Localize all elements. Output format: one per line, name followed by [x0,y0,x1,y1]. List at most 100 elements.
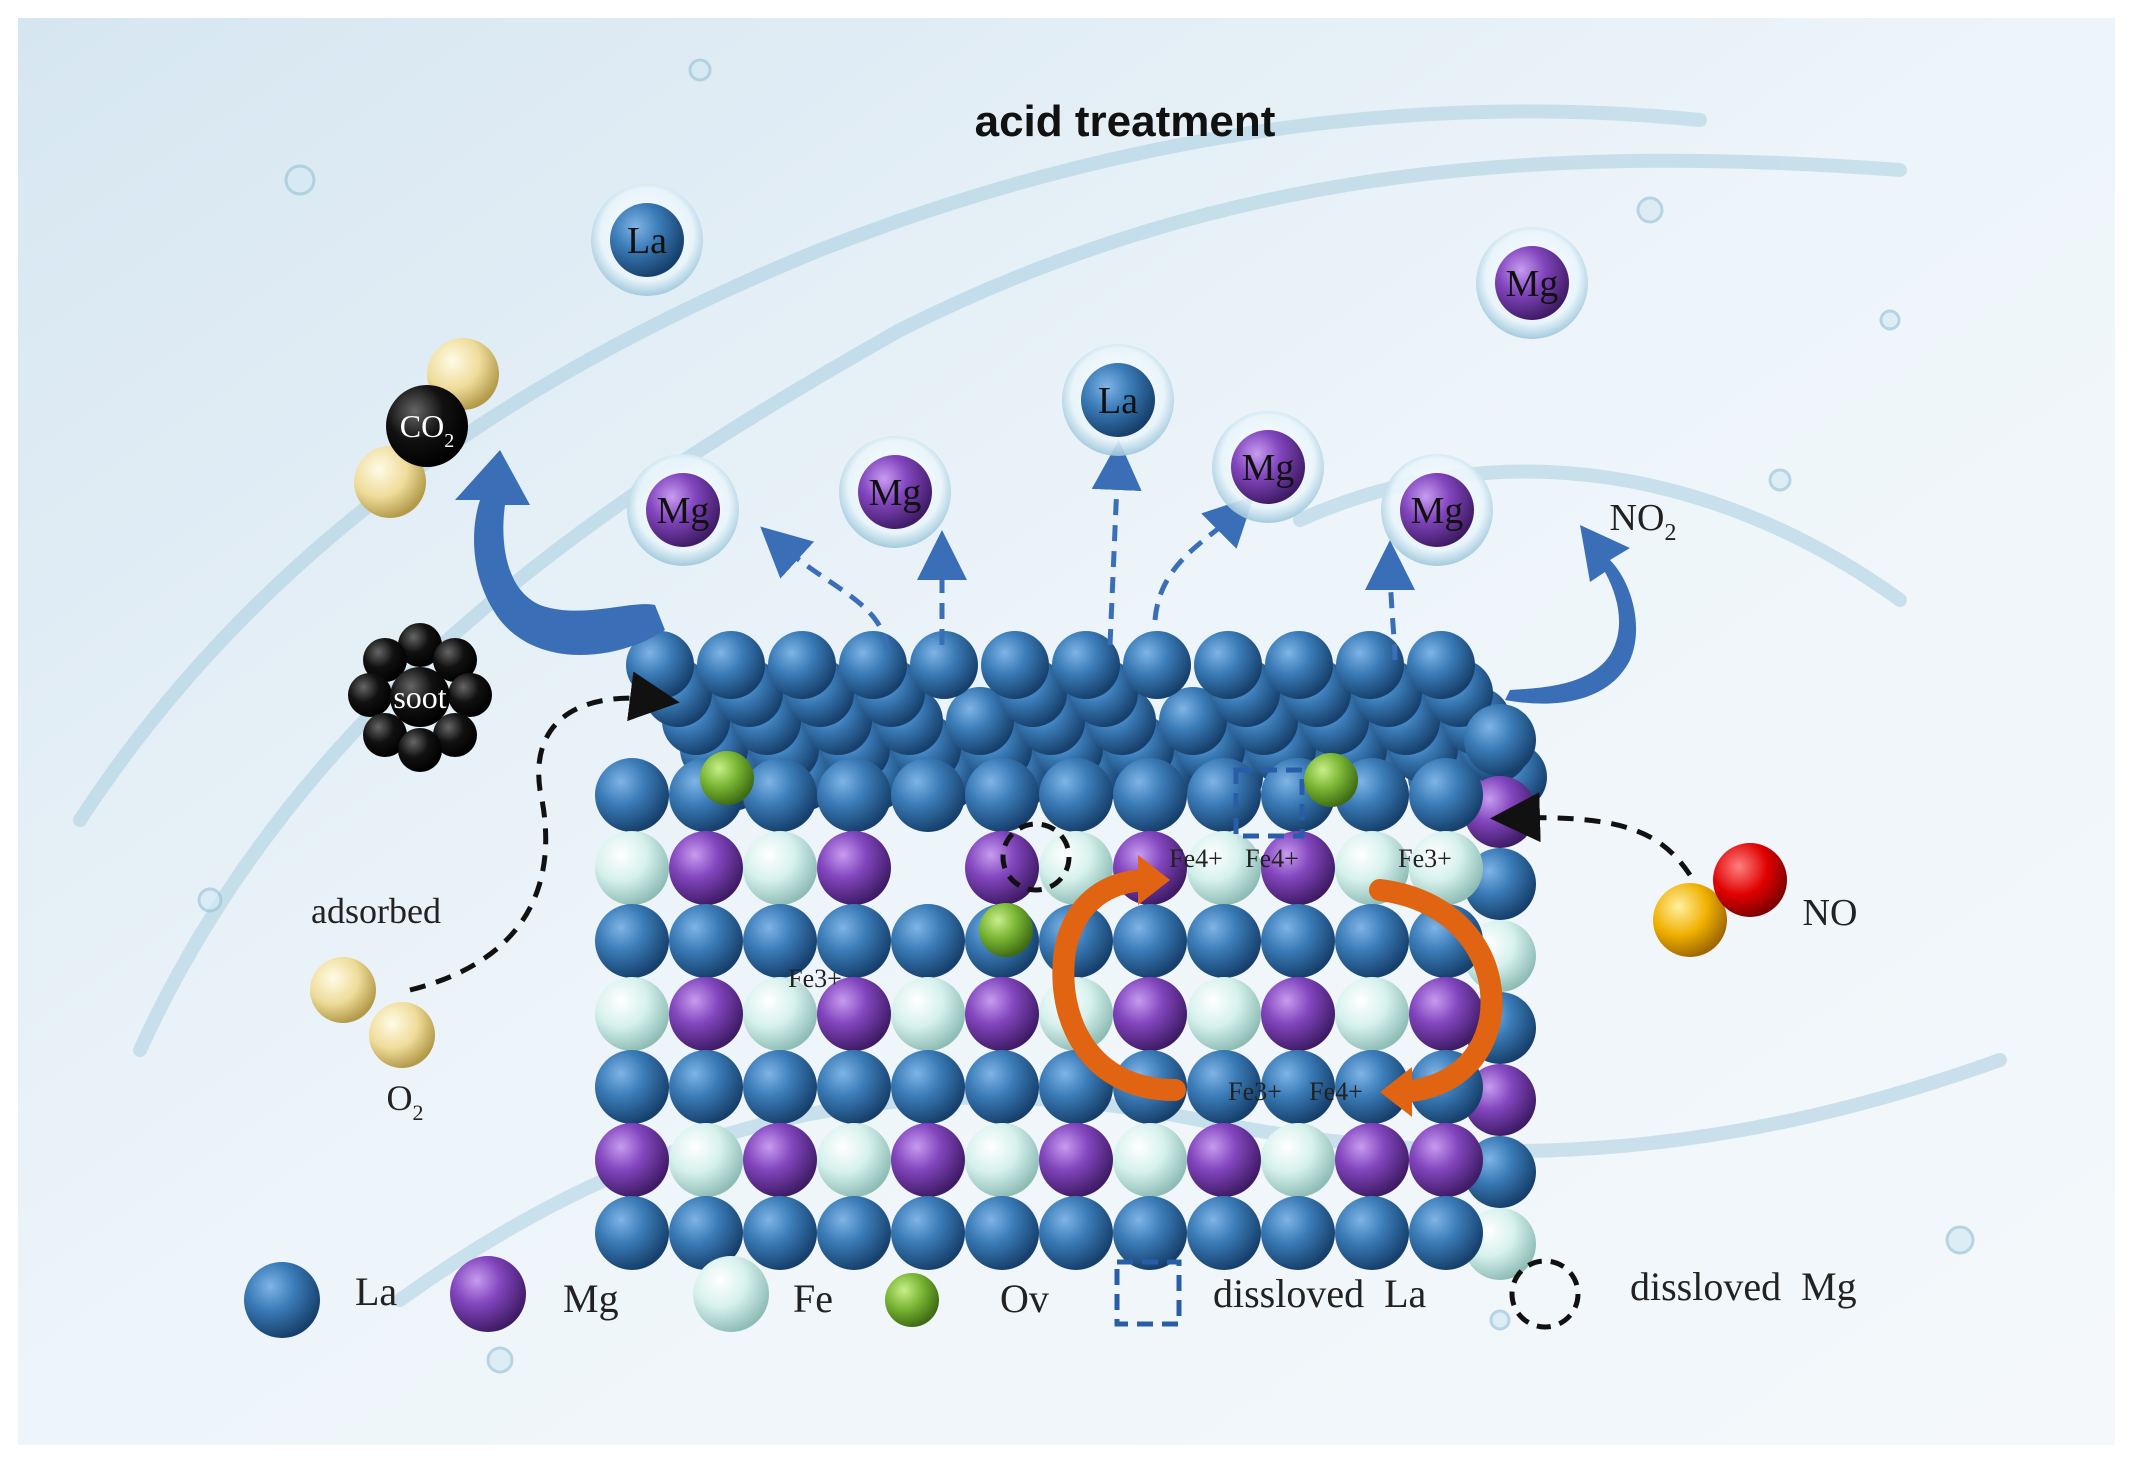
la-atom [697,631,765,699]
mg-atom [817,977,891,1051]
soot-label: soot [393,679,446,715]
la-atom [1187,904,1261,978]
la-atom [1113,1196,1187,1270]
ion-label: La [1098,380,1138,422]
la-atom [743,1050,817,1124]
la-atom [1335,1196,1409,1270]
mg-atom [1409,1123,1483,1197]
ion-label: Mg [1242,447,1295,489]
mg-atom [1409,977,1483,1051]
la-atom [1039,1196,1113,1270]
fe-atom [891,977,965,1051]
water-droplets [197,58,1975,1374]
mg-atom [595,1123,669,1197]
dissolved-ion-bubble: La [591,184,703,296]
fe-atom [1113,1123,1187,1197]
dissolved-la-site [1233,767,1305,839]
la-atom [595,1196,669,1270]
legend-item-ov: Ov [885,1273,1049,1327]
mg-atom [1335,1123,1409,1197]
la-atom [839,631,907,699]
la-atom [1052,631,1120,699]
diagram-title: acid treatment [975,97,1276,146]
fe-atom [817,1123,891,1197]
la-atom [595,904,669,978]
mg-atom [817,831,891,905]
fe-label: Fe4+ [1309,1077,1363,1106]
la-atom [1336,631,1404,699]
mg-ion [646,473,720,547]
fe-label: Fe4+ [1245,844,1299,873]
fe-atom [743,831,817,905]
ov-atom [700,751,754,805]
mg-atom [965,831,1039,905]
fe-atom [743,977,817,1051]
mg-atom [1261,831,1335,905]
legend-item-dissolved-la: dissloved La [1114,1259,1427,1327]
ov-atom [979,903,1033,957]
dissolved-ion-bubble: Mg [1476,227,1588,339]
la-atom [1409,758,1483,832]
mg-atom [669,977,743,1051]
legend: La Mg Fe Ov dissloved La dissloved Mg [244,1256,1857,1338]
la-atom [595,758,669,832]
la-atom [1123,631,1191,699]
la-ion [1081,363,1155,437]
la-atom [1335,904,1409,978]
legend-item-fe: Fe [693,1256,833,1332]
dissolved-ion-bubble: Mg [1381,454,1493,566]
fe-atom [1187,831,1261,905]
la-atom [1407,631,1475,699]
adsorbed-label: adsorbed [311,891,441,931]
fe-atom [1187,977,1261,1051]
fe-label: Fe3+ [788,964,842,993]
mg-atom [1261,977,1335,1051]
fe-label: Fe4+ [1169,844,1223,873]
la-atom [1335,1050,1409,1124]
la-atom [910,631,978,699]
la-atom [817,1196,891,1270]
la-atom [1464,704,1536,776]
oxygen-vacancies [700,751,1358,957]
fe-label: Fe3+ [1228,1077,1282,1106]
la-atom [965,1050,1039,1124]
co2-label: CO2 [400,408,454,452]
ion-label: Mg [869,472,922,514]
mg-atom [1039,1123,1113,1197]
no-molecule [1653,843,1787,957]
fe-atom [595,831,669,905]
fe-atom [595,977,669,1051]
mg-atom [669,831,743,905]
legend-label: Ov [1000,1276,1049,1321]
adsorption-arrows [409,671,1693,993]
legend-item-mg: Mg [450,1256,619,1332]
soot-cluster: soot [348,623,492,772]
la-atom [1187,758,1261,832]
la-atom [817,1050,891,1124]
fe-atom [965,1123,1039,1197]
o2-label: O2 [387,1078,424,1125]
la-atom [981,631,1049,699]
la-atom [891,758,965,832]
mg-atom [1187,1123,1261,1197]
la-atom [595,1050,669,1124]
dissolution-arrows [760,440,1416,661]
legend-label: dissloved Mg [1630,1264,1857,1309]
product-arrows [455,450,1637,704]
la-atom [743,904,817,978]
la-atom [1039,758,1113,832]
dissolved-ion-bubble: Mg [839,436,951,548]
la-ion [610,203,684,277]
la-atom [1261,904,1335,978]
dissolved-mg-site [1000,821,1072,893]
mg-atom [965,977,1039,1051]
ion-label: Mg [657,490,710,532]
co2-molecule: CO2 [354,338,499,518]
mg-ion [1400,473,1474,547]
ion-label: Mg [1506,263,1559,305]
la-atom [891,1050,965,1124]
legend-item-dissolved-mg: dissloved Mg [1509,1258,1857,1330]
la-atom [891,904,965,978]
